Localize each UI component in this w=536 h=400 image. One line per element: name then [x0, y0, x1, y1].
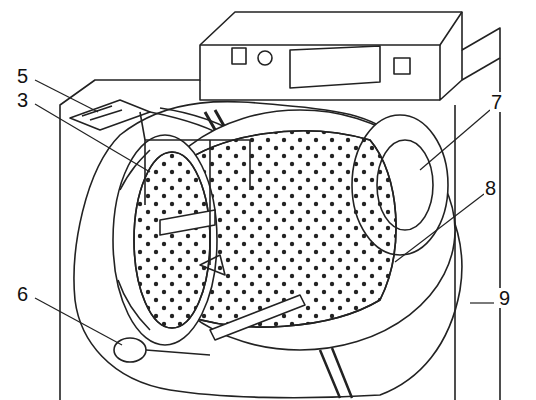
console-button	[232, 48, 246, 64]
cutaway-edge	[74, 102, 462, 398]
drain-pump	[114, 338, 146, 362]
console-edge	[200, 12, 462, 45]
drawer-slots	[82, 106, 122, 120]
door-gasket	[113, 135, 217, 345]
cabinet-top-edge	[462, 58, 500, 80]
leader-line	[395, 194, 484, 262]
pump-hose	[146, 350, 210, 355]
leader-line	[35, 80, 98, 112]
leader-line	[420, 110, 490, 170]
drum-lifter	[160, 210, 215, 235]
program-panel	[290, 46, 380, 88]
callout-number: 5	[16, 66, 29, 86]
leader-line	[470, 302, 494, 303]
callout-number: 7	[490, 92, 503, 112]
callout-number: 8	[484, 178, 497, 198]
pipe-nozzle	[200, 255, 225, 275]
console-button	[394, 58, 410, 74]
console-side	[440, 45, 462, 100]
callout-number: 9	[498, 288, 511, 308]
leader-line	[35, 298, 122, 345]
callout-number: 6	[16, 284, 29, 304]
console-base	[200, 80, 440, 100]
drum-lifter	[210, 295, 305, 340]
console-knob	[258, 51, 272, 65]
drain-hose	[320, 348, 352, 398]
cabinet-corner	[454, 105, 456, 400]
water-pipe	[140, 112, 250, 265]
cabinet-outline	[60, 12, 500, 400]
callout-number: 3	[16, 90, 29, 110]
leader-line	[35, 104, 150, 172]
